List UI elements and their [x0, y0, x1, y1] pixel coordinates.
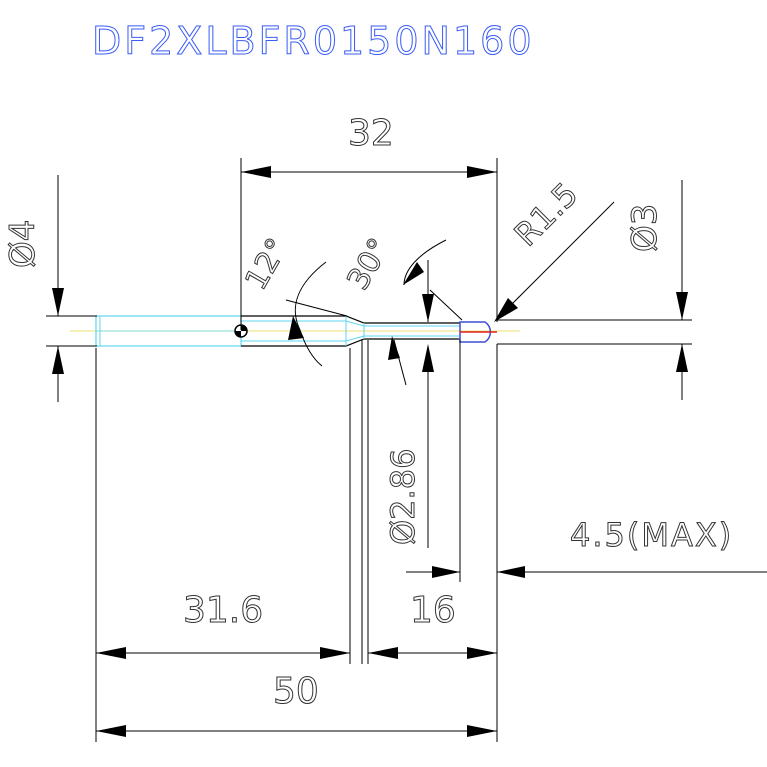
tool-body [70, 315, 520, 347]
dim-dia3: Ø3 [497, 180, 692, 400]
ball-tip [459, 321, 492, 343]
dim-neck-max-label: 4.5(MAX) [570, 516, 733, 554]
dim-16-label: 16 [410, 590, 456, 631]
dim-angle-12-label: 12° [239, 232, 296, 296]
dim-32-label: 32 [348, 113, 394, 154]
dim-50-label: 50 [273, 671, 319, 712]
dim-31-6-label: 31.6 [183, 590, 263, 631]
tool-upper-edge [241, 315, 460, 324]
dim-neck-max: 4.5(MAX) [406, 340, 767, 582]
dim-50: 50 [96, 671, 497, 737]
dim-dia3-label: Ø3 [625, 204, 665, 252]
dim-r15: R1.5 [494, 175, 615, 322]
dim-dia286-label: Ø2.86 [384, 449, 422, 545]
part-number-title: DF2XLBFR0150N160 [92, 19, 535, 63]
dim-dia4-label: Ø4 [3, 220, 43, 268]
dim-lower-lengths: 31.6 16 [95, 340, 498, 742]
dim-angle-30: 30° [340, 232, 463, 386]
tool-lower-edge [241, 338, 460, 347]
dim-32: 32 [240, 113, 498, 330]
dim-angle-30-label: 30° [341, 232, 398, 296]
dim-dia286: Ø2.86 [384, 344, 434, 548]
dim-dia4: Ø4 [3, 175, 97, 402]
